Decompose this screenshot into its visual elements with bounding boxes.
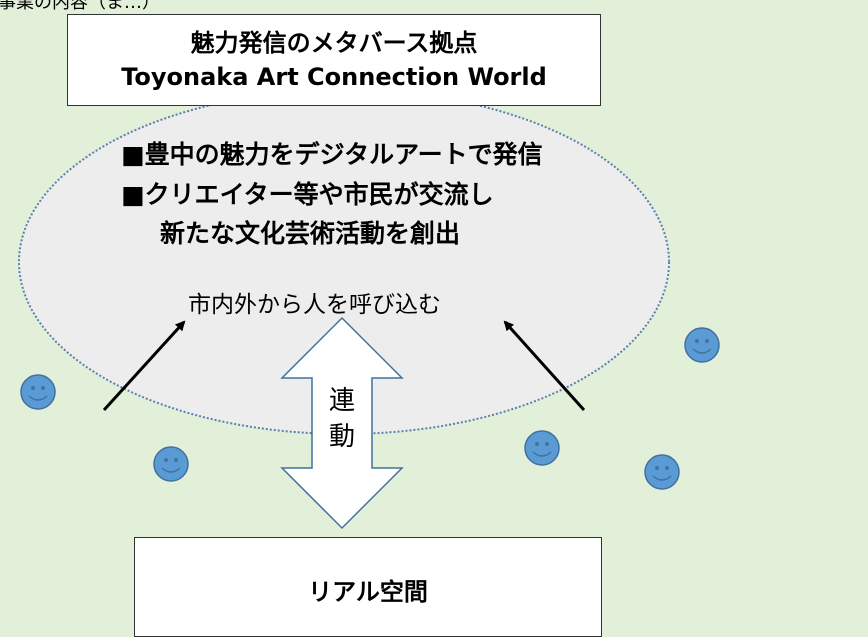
smiley-icon <box>153 446 189 482</box>
link-double-arrow <box>280 316 404 530</box>
metaverse-title-line1: 魅力発信のメタバース拠点 <box>190 29 478 57</box>
smiley-icon <box>20 374 56 410</box>
metaverse-title-box: 魅力発信のメタバース拠点 Toyonaka Art Connection Wor… <box>67 14 601 106</box>
inflow-arrow-right <box>503 320 586 412</box>
feature-item: ■豊中の魅力をデジタルアートで発信 <box>121 140 543 169</box>
link-label-char: 動 <box>328 422 355 452</box>
smiley-icon <box>524 430 560 466</box>
diagram-shapes <box>18 89 720 530</box>
metaverse-title-line2: Toyonaka Art Connection World <box>121 63 547 91</box>
inflow-arrow-left <box>102 320 186 412</box>
real-space-box: リアル空間 <box>134 537 602 637</box>
feature-item: 新たな文化芸術活動を創出 <box>160 219 461 248</box>
top-caption: 事業の内容（ま…） <box>0 0 160 13</box>
feature-item: ■クリエイター等や市民が交流し <box>121 180 494 209</box>
smiley-icon <box>644 454 680 490</box>
invite-text: 市内外から人を呼び込む <box>188 292 441 318</box>
link-label-char: 連 <box>328 386 355 416</box>
real-space-label: リアル空間 <box>308 578 428 606</box>
metaverse-ellipse <box>18 89 670 435</box>
smiley-icon <box>684 327 720 363</box>
diagram-canvas: 事業の内容（ま…） 魅力発信のメタバース拠点 Toyonaka Art Conn… <box>0 0 720 637</box>
